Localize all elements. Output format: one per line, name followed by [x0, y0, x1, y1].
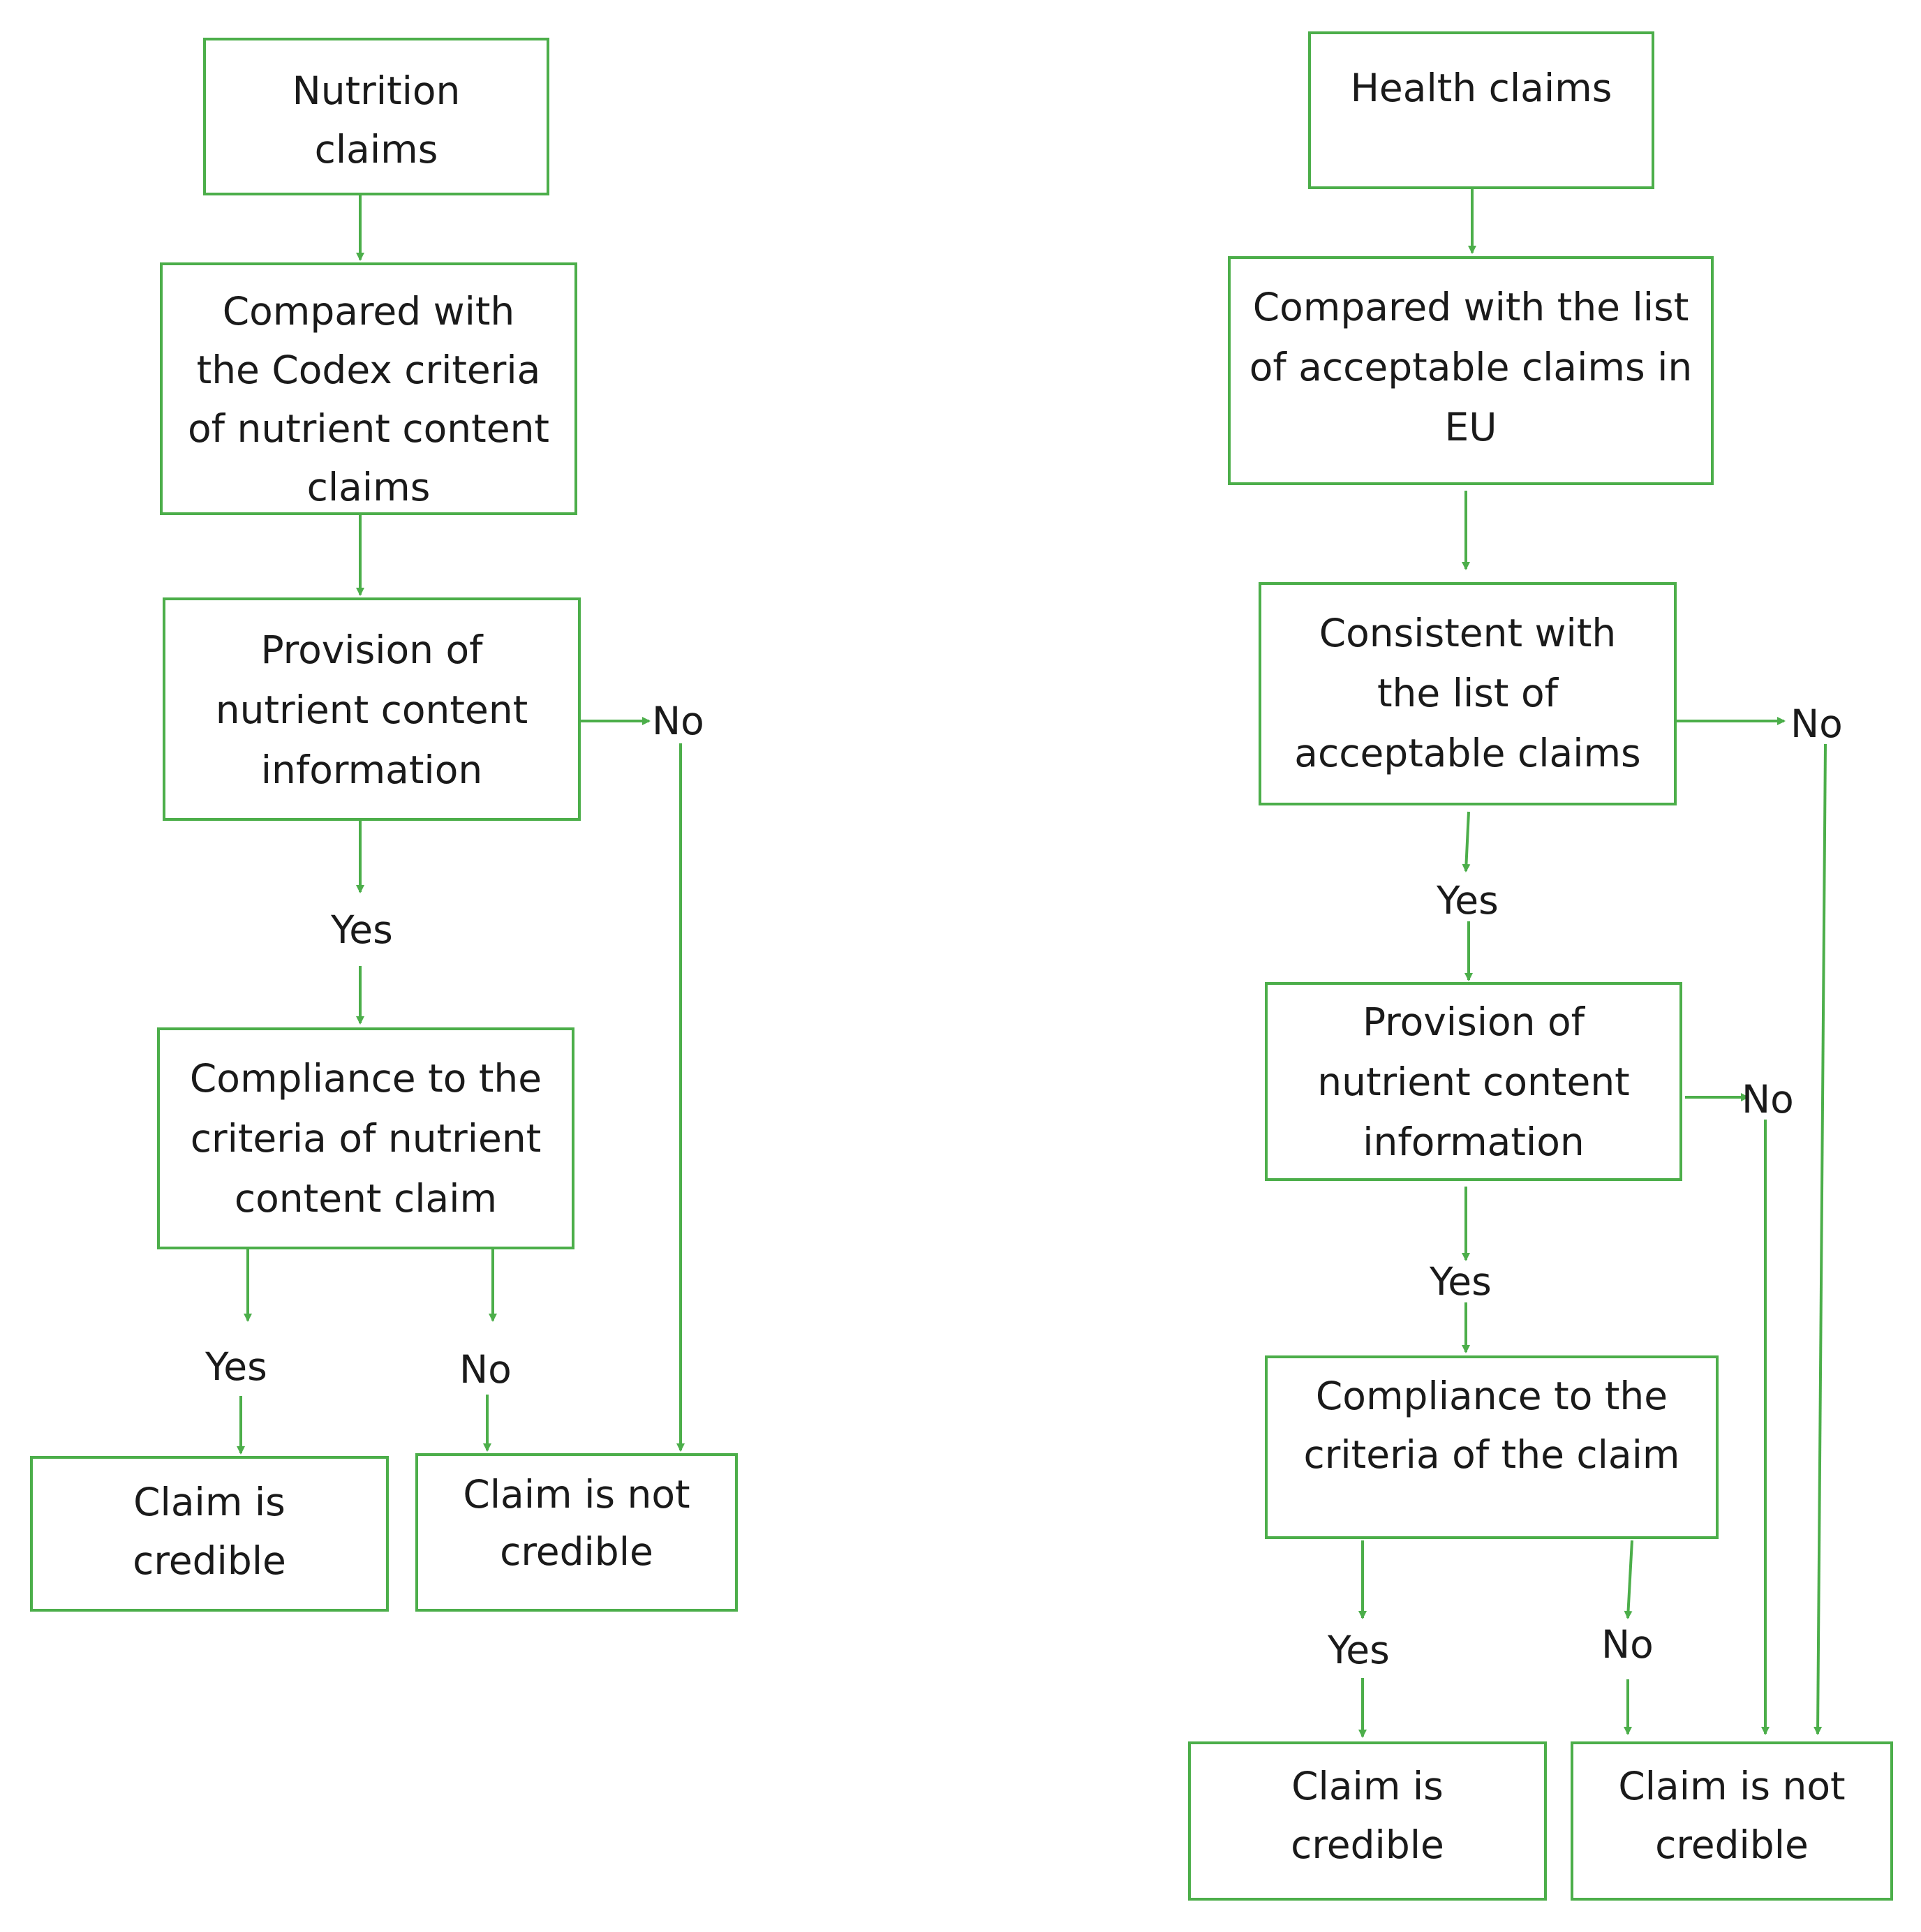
health-compliance-yes-label: Yes — [1328, 1628, 1390, 1672]
health-compliance-text: Compliance to the criteria of the claim — [1303, 1374, 1680, 1477]
nutrition-compliance-yes-label: Yes — [205, 1344, 267, 1389]
arrow-h-compliance-no — [1624, 1540, 1633, 1619]
codex-comparison-text: Compared with the Codex criteria of nutr… — [188, 289, 549, 510]
nutrition-not-credible-text: Claim is not credible — [463, 1472, 690, 1574]
health-compliance-no-label: No — [1601, 1622, 1654, 1667]
health-consistent-yes-label: Yes — [1437, 878, 1499, 923]
nutrition-claims-text: Nutrition claims — [292, 68, 461, 172]
eu-list-comparison-box: Compared with the list of acceptable cla… — [1228, 256, 1714, 485]
health-not-credible-box: Claim is not credible — [1571, 1741, 1893, 1901]
health-credible-box: Claim is credible — [1188, 1741, 1547, 1901]
health-provision-no-label: No — [1742, 1077, 1794, 1122]
nutrition-credible-box: Claim is credible — [30, 1456, 389, 1612]
health-not-credible-text: Claim is not credible — [1618, 1764, 1846, 1867]
nutrition-compliance-no-label: No — [459, 1347, 512, 1392]
health-provision-box: Provision of nutrient content informatio… — [1265, 982, 1682, 1181]
nutrition-compliance-text: Compliance to the criteria of nutrient c… — [189, 1056, 542, 1221]
codex-comparison-box: Compared with the Codex criteria of nutr… — [160, 262, 577, 515]
health-claims-box: Health claims — [1308, 31, 1654, 189]
nutrition-claims-box: Nutrition claims — [203, 38, 549, 195]
nutrition-provision-yes-label: Yes — [331, 907, 393, 952]
nutrition-credible-text: Claim is credible — [133, 1480, 286, 1583]
nutrition-not-credible-box: Claim is not credible — [415, 1453, 738, 1612]
nutrition-provision-text: Provision of nutrient content informatio… — [215, 627, 528, 792]
consistent-list-text: Consistent with the list of acceptable c… — [1294, 611, 1641, 775]
arrow-h-no-notcredible — [1814, 743, 1827, 1735]
health-provision-text: Provision of nutrient content informatio… — [1317, 1000, 1630, 1164]
nutrition-provision-box: Provision of nutrient content informatio… — [163, 597, 581, 821]
nutrition-provision-no-label: No — [652, 699, 704, 743]
health-claims-text: Health claims — [1350, 66, 1612, 110]
eu-list-comparison-text: Compared with the list of acceptable cla… — [1249, 285, 1693, 449]
health-compliance-box: Compliance to the criteria of the claim — [1265, 1355, 1719, 1539]
health-credible-text: Claim is credible — [1291, 1764, 1444, 1867]
health-consistent-no-label: No — [1790, 701, 1843, 746]
consistent-list-box: Consistent with the list of acceptable c… — [1259, 582, 1677, 805]
health-provision-yes-label: Yes — [1430, 1259, 1492, 1304]
nutrition-compliance-box: Compliance to the criteria of nutrient c… — [157, 1027, 574, 1249]
arrow-h-consistent-yes — [1462, 811, 1471, 872]
